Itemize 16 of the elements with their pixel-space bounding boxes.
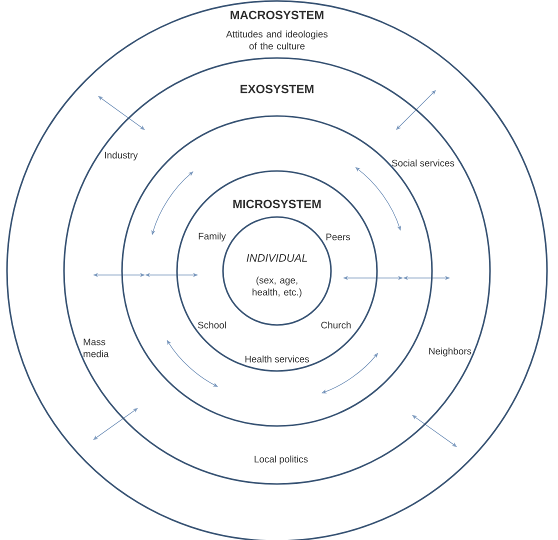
label: Peers — [326, 234, 350, 240]
system-title: INDIVIDUAL — [246, 254, 307, 262]
system-title: MICROSYSTEM — [233, 200, 321, 208]
description-text: (sex, age, health, etc.) — [252, 276, 302, 298]
label: Mass media — [84, 338, 109, 358]
system-title: MACROSYSTEM — [230, 10, 324, 20]
system-title: EXOSYSTEM — [240, 84, 314, 94]
label: Health services — [245, 356, 309, 362]
label: Industry — [105, 152, 138, 160]
label: Neighbors — [429, 348, 472, 356]
label: Local politics — [254, 456, 308, 464]
description-text: Attitudes and ideologies of the culture — [226, 30, 328, 50]
label: Church — [321, 322, 351, 328]
label: Family — [198, 232, 226, 242]
label: Social services — [392, 160, 454, 166]
label: School — [198, 322, 226, 328]
